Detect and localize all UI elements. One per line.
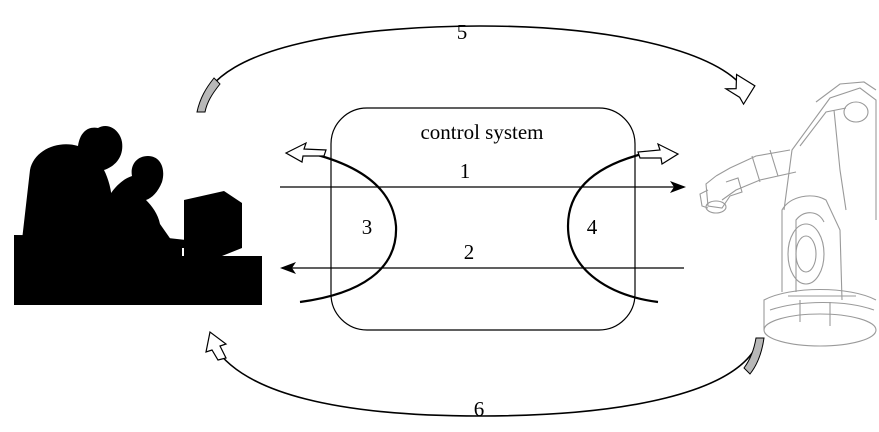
arrow-6-tail bbox=[743, 337, 765, 375]
arc-3 bbox=[299, 150, 398, 304]
control-system-label: control system bbox=[420, 120, 543, 144]
arrow-6-arrowhead bbox=[205, 330, 228, 361]
arc-4-label: 4 bbox=[587, 215, 598, 239]
arrow-5-arrowhead bbox=[723, 73, 756, 106]
robot-arm-drawing bbox=[699, 81, 877, 347]
arrow-6 bbox=[213, 337, 761, 417]
arc-4-arrowhead bbox=[637, 142, 680, 165]
arrow-1-label: 1 bbox=[460, 159, 471, 183]
control-system-box bbox=[330, 107, 636, 331]
arrow-5-tail bbox=[196, 77, 221, 113]
arc-3-arrowhead bbox=[284, 141, 327, 163]
arrow-5 bbox=[199, 25, 743, 111]
arc-3-label: 3 bbox=[362, 215, 373, 239]
arrow-5-label: 5 bbox=[457, 20, 468, 44]
operators-silhouette bbox=[14, 125, 262, 305]
arrow-6-label: 6 bbox=[474, 397, 485, 421]
arc-4 bbox=[566, 152, 659, 304]
arrow-2-label: 2 bbox=[464, 240, 475, 264]
